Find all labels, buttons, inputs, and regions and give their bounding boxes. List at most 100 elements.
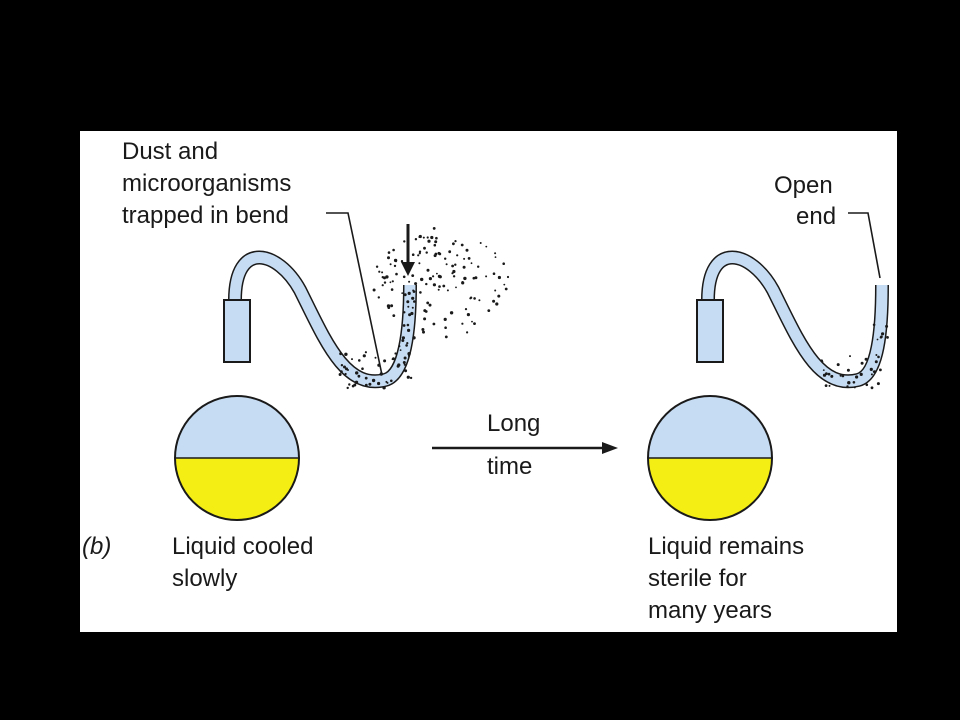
dust-particle	[390, 304, 394, 308]
dust-particle	[463, 276, 467, 281]
dust-particle	[469, 296, 473, 299]
dust-particle	[389, 263, 392, 266]
dust-particle	[444, 335, 448, 339]
dust-particle	[411, 296, 415, 300]
dust-particle	[340, 364, 344, 367]
dust-particle	[836, 363, 840, 367]
dust-particle	[406, 375, 410, 379]
dust-particle	[434, 240, 438, 244]
right-annotation-line-1: Open	[774, 172, 833, 199]
dust-particle	[403, 293, 407, 297]
airborne-dust-cloud	[372, 227, 510, 339]
dust-particle	[407, 354, 410, 357]
dust-particle	[460, 243, 464, 247]
dust-particle	[414, 282, 418, 286]
dust-particle	[839, 374, 842, 377]
dust-particle	[827, 372, 831, 376]
figure-panel	[80, 131, 897, 632]
dust-particle	[433, 243, 437, 247]
right-flask-bulb	[647, 395, 773, 521]
dust-particle	[870, 386, 874, 390]
left-flask-neck-tube	[228, 250, 417, 389]
dust-particle	[418, 262, 421, 265]
dust-particle	[828, 384, 831, 387]
dust-particle	[855, 375, 859, 379]
right-flask-neck-tube	[701, 250, 889, 389]
dust-particle	[432, 322, 436, 326]
right-caption-line-1: Liquid remains	[648, 533, 805, 560]
dust-particle	[419, 291, 422, 294]
dust-particle	[375, 265, 379, 268]
dust-particle	[456, 254, 459, 257]
dust-particle	[445, 263, 448, 266]
dust-particle	[466, 331, 469, 334]
dust-particle	[403, 311, 406, 314]
time-arrow-head	[602, 442, 618, 454]
dust-particle	[368, 382, 372, 386]
dust-particle	[409, 376, 413, 380]
dust-particle	[385, 275, 389, 279]
dust-particle	[383, 359, 387, 363]
dust-particle	[464, 308, 468, 311]
dust-particle	[422, 330, 425, 334]
dust-particle	[425, 251, 428, 254]
dust-particle	[406, 300, 410, 304]
dust-particle	[381, 271, 384, 274]
dust-particle	[463, 257, 466, 260]
dust-particle	[471, 320, 473, 323]
dust-particle	[402, 275, 406, 279]
dust-particle	[881, 332, 885, 336]
dust-particle	[448, 250, 452, 254]
dust-particle	[362, 354, 366, 358]
panel-letter: (b)	[82, 533, 112, 560]
dust-particle	[403, 240, 406, 243]
dust-particle	[444, 257, 447, 260]
dust-particle	[339, 352, 342, 356]
dust-particle	[886, 336, 889, 339]
dust-particle	[398, 345, 401, 348]
dust-particle	[410, 311, 414, 316]
dust-particle	[822, 369, 825, 371]
dust-particle	[504, 287, 508, 291]
dust-particle	[869, 367, 873, 371]
dust-particle	[506, 275, 510, 279]
dust-particle	[400, 260, 404, 263]
dust-particle	[495, 302, 499, 306]
dust-particle	[420, 277, 424, 282]
dust-particle	[461, 322, 464, 325]
dust-particle	[494, 256, 497, 258]
dust-particle	[354, 380, 359, 384]
dust-particle	[382, 386, 386, 390]
dust-particle	[847, 381, 851, 385]
right-flask	[647, 212, 889, 521]
dust-particle	[497, 275, 501, 280]
dust-particle	[374, 356, 377, 359]
dust-particle	[432, 275, 435, 278]
dust-particle	[418, 252, 421, 255]
dust-particle	[405, 344, 408, 347]
dust-particle	[401, 336, 405, 340]
dust-particle	[378, 270, 381, 273]
left-flask-neck	[223, 299, 251, 363]
dust-particle	[474, 276, 478, 280]
dust-particle	[494, 252, 497, 255]
dust-particle	[351, 384, 355, 388]
dust-particle	[357, 374, 361, 378]
dust-particle	[386, 381, 389, 384]
dust-particle	[874, 360, 878, 364]
dust-particle	[822, 373, 827, 377]
dust-particle	[430, 235, 434, 240]
dust-particle	[391, 280, 394, 283]
dust-particle	[399, 349, 402, 351]
dust-particle	[492, 299, 496, 303]
dust-particle	[426, 301, 430, 305]
dust-particle	[428, 277, 432, 281]
left-annotation-line-3: trapped in bend	[122, 202, 289, 229]
dust-particle	[435, 236, 438, 240]
dust-particle	[455, 286, 457, 289]
dust-particle	[502, 262, 506, 266]
right-annotation-leader	[848, 212, 881, 279]
dust-particle	[443, 317, 447, 321]
dust-particle	[492, 272, 496, 276]
dust-particle	[403, 363, 406, 366]
